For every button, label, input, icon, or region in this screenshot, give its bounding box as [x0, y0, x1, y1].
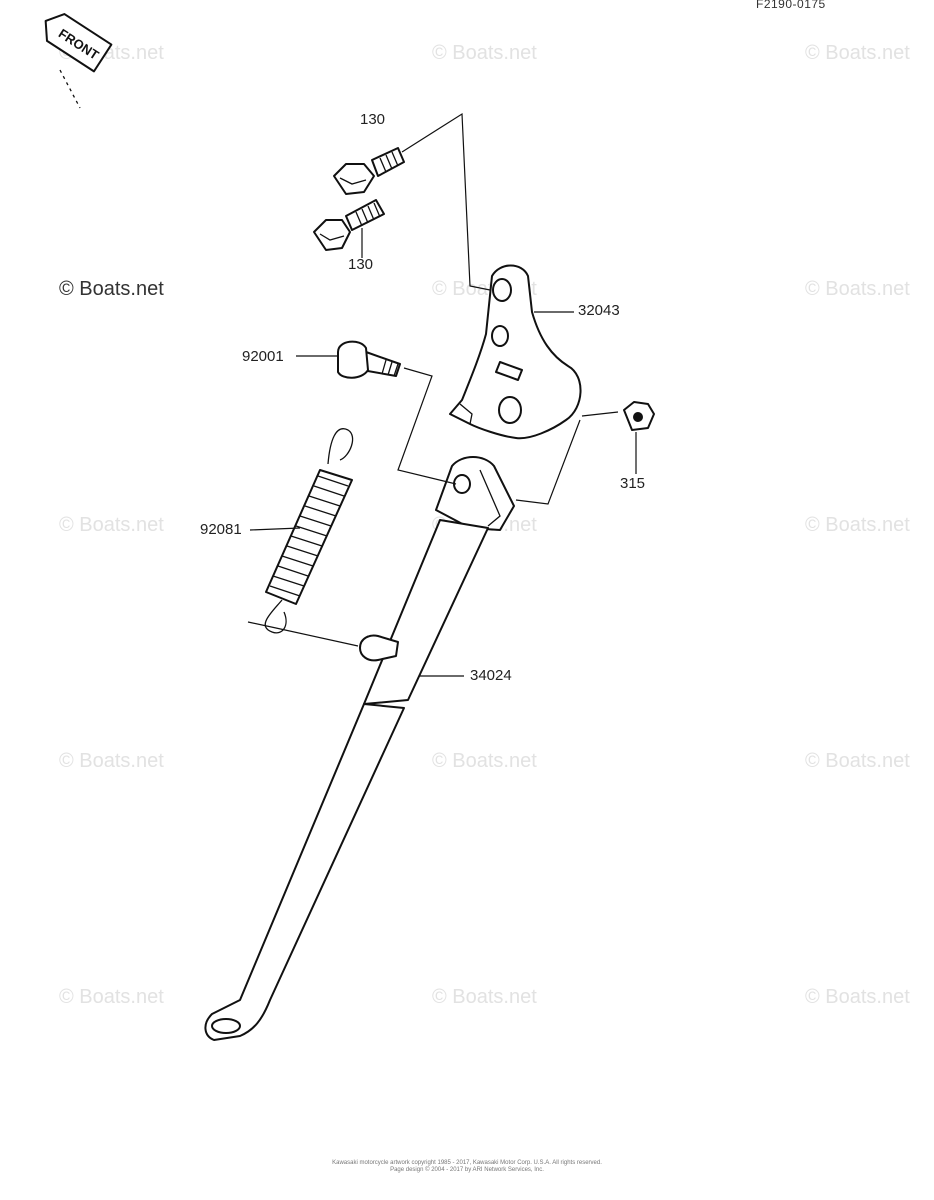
watermark: © Boats.net	[59, 278, 164, 300]
watermark: © Boats.net	[432, 42, 537, 64]
watermark: © Boats.net	[805, 750, 910, 772]
callout-spring-92081: 92081	[200, 521, 242, 538]
bolt-130-lower	[313, 199, 385, 251]
callout-nut-315: 315	[620, 475, 646, 492]
diagram-code: F2190-0175	[756, 0, 826, 11]
watermark: © Boats.net	[805, 514, 910, 536]
watermark: © Boats.net	[805, 42, 910, 64]
watermark: © Boats.net	[59, 986, 164, 1008]
spring-92081	[264, 428, 354, 634]
watermark: © Boats.net	[59, 750, 164, 772]
callout-pivot-bolt-92001: 92001	[242, 348, 284, 365]
leader-lines	[247, 112, 637, 677]
callout-bolt-130-lower: 130	[348, 256, 374, 273]
bolt-130-upper	[333, 147, 405, 195]
copyright-line-2: Page design © 2004 - 2017 by ARI Network…	[390, 1167, 544, 1173]
callout-bolt-130-upper: 130	[360, 111, 386, 128]
copyright-line: Kawasaki motorcycle artwork copyright 19…	[332, 1160, 602, 1166]
watermark: © Boats.net	[59, 514, 164, 536]
watermark: © Boats.net	[432, 986, 537, 1008]
front-arrow-icon: FRONT	[44, 13, 113, 73]
callout-side-stand-34024: 34024	[470, 667, 512, 684]
callout-bracket-32043: 32043	[578, 302, 620, 319]
nut-315	[623, 401, 655, 431]
watermark: © Boats.net	[432, 750, 537, 772]
bracket-32043	[449, 264, 582, 440]
watermark: © Boats.net	[805, 278, 910, 300]
pivot-bolt-92001	[337, 340, 401, 379]
watermark: © Boats.net	[805, 986, 910, 1008]
side-stand-34024	[204, 456, 515, 1041]
